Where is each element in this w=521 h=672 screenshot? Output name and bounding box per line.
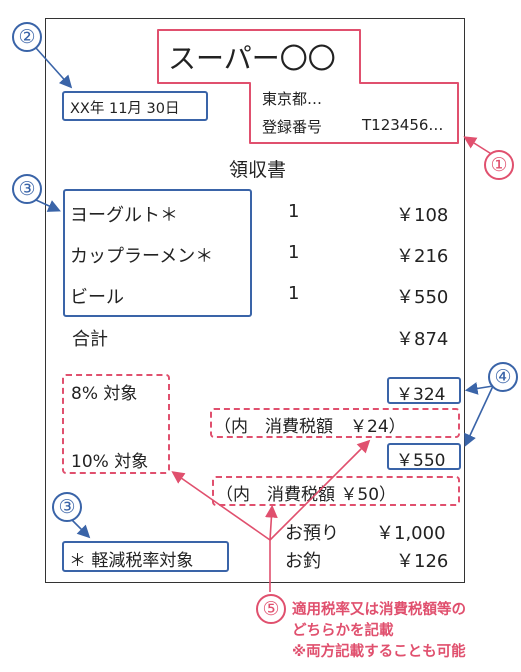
change-value: ￥126 xyxy=(396,551,449,572)
callout-5: ⑤ xyxy=(256,594,286,624)
item-name: ビール xyxy=(70,287,124,308)
item-name: カップラーメン＊ xyxy=(70,246,214,267)
annotation-line-2: どちらかを記載 xyxy=(292,623,394,639)
deposit-value: ￥1,000 xyxy=(376,523,446,544)
item-name: ヨーグルト＊ xyxy=(70,205,178,226)
item-price: ￥216 xyxy=(396,246,449,267)
annotation-line-1: 適用税率又は消費税額等の xyxy=(292,602,466,618)
item-qty: 1 xyxy=(288,283,300,304)
rate10-amount-box xyxy=(387,443,461,470)
item-price: ￥108 xyxy=(396,205,449,226)
rate8-tax-box xyxy=(210,408,460,438)
rate10-tax-box xyxy=(212,476,460,506)
rate10-amount: ￥550 xyxy=(396,451,446,471)
receipt xyxy=(45,18,465,583)
total-value: ￥874 xyxy=(396,329,449,350)
rate10-label: 10% 対象 xyxy=(71,452,149,472)
deposit-label: お預り xyxy=(285,523,339,544)
receipt-title: 領収書 xyxy=(229,159,287,181)
total-label: 合計 xyxy=(72,329,108,350)
item-qty: 1 xyxy=(288,242,300,263)
callout-2: ② xyxy=(12,22,42,52)
callout-3: ③ xyxy=(12,174,42,204)
registration-number: T123456… xyxy=(362,116,444,134)
item-qty: 1 xyxy=(288,201,300,222)
change-label: お釣 xyxy=(285,551,321,572)
rate8-amount-box xyxy=(387,377,461,404)
date-box xyxy=(62,91,208,121)
issue-date: XX年 11月 30日 xyxy=(70,101,180,117)
reduced-rate-note-box xyxy=(62,541,229,572)
rate8-label: 8% 対象 xyxy=(71,384,138,404)
reduced-rate-note: ＊ 軽減税率対象 xyxy=(69,551,194,571)
tax-rate-labels-box xyxy=(62,374,170,474)
annotation-line-3: ※両方記載することも可能 xyxy=(292,644,466,660)
rate8-amount: ￥324 xyxy=(396,385,446,405)
callout-3: ③ xyxy=(52,492,82,522)
rate10-tax: （内 消費税額 ￥50） xyxy=(216,485,397,505)
callout-4: ④ xyxy=(488,362,518,392)
registration-label: 登録番号 xyxy=(262,118,323,136)
items-box xyxy=(63,189,252,317)
store-address: 東京都… xyxy=(262,90,323,108)
rate8-tax: （内 消費税額 ￥24） xyxy=(214,417,406,437)
item-price: ￥550 xyxy=(396,287,449,308)
store-name: スーパー〇〇 xyxy=(168,42,336,75)
callout-1: ① xyxy=(484,150,514,180)
